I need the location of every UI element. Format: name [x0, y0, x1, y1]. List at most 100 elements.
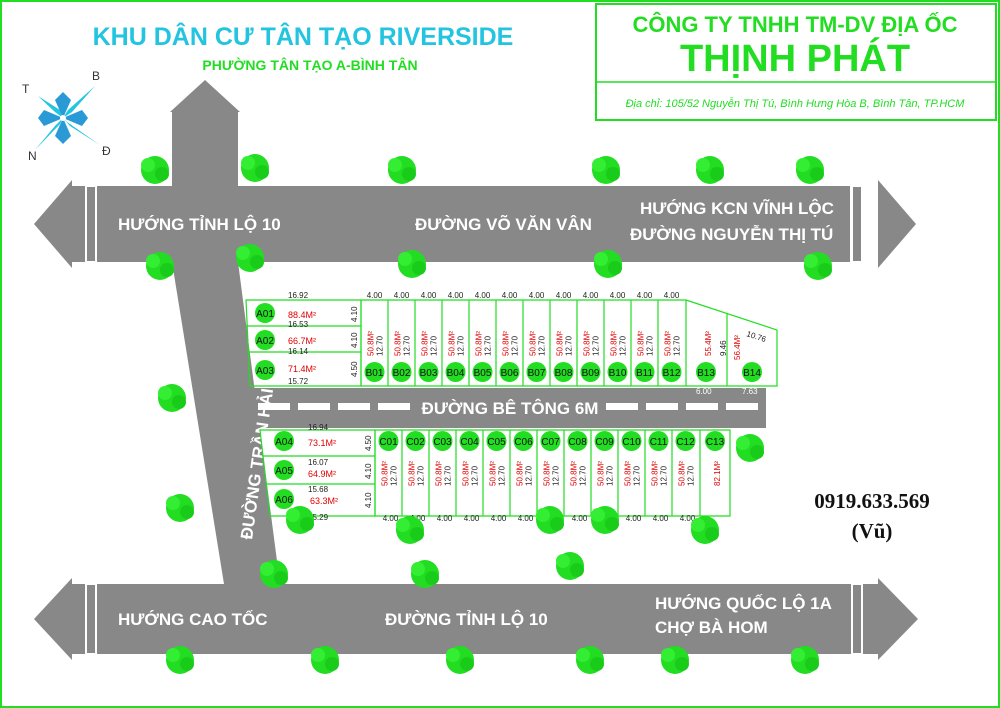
lot-a01-marker[interactable]	[255, 303, 275, 323]
lot-c01-area: 50.8M²	[381, 461, 390, 486]
lot-b14-side: 9.46	[719, 340, 728, 356]
lot-b08-depth: 12.70	[565, 335, 574, 356]
lot-b02-marker[interactable]	[391, 362, 412, 382]
lot-a04-marker[interactable]	[274, 431, 294, 451]
road-label-bottom-right-1: HƯỚNG QUỐC LỘ 1A	[655, 593, 832, 613]
tree-icon	[241, 154, 269, 182]
lot-b09-area: 50.8M²	[583, 331, 592, 356]
company-address: Địa chỉ: 105/52 Nguyễn Thị Tú, Bình Hưng…	[626, 97, 966, 110]
lot-c12-marker[interactable]	[675, 431, 696, 451]
lot-b10-marker[interactable]	[607, 362, 628, 382]
dim-a-bottom-4: 15.29	[308, 513, 329, 522]
tree-icon	[791, 646, 819, 674]
tree-icon	[594, 250, 622, 278]
tree-icon	[591, 506, 619, 534]
lot-a06-area: 63.3M²	[310, 496, 338, 506]
lot-b01-area: 50.8M²	[367, 331, 376, 356]
lot-c11-marker[interactable]	[648, 431, 669, 451]
lot-c02-marker[interactable]	[405, 431, 426, 451]
lot-c08-depth: 12.70	[579, 465, 588, 486]
tree-icon	[592, 156, 620, 184]
lot-b13-marker[interactable]	[696, 362, 716, 382]
lot-b03-marker[interactable]	[418, 362, 439, 382]
lot-b03-depth: 12.70	[430, 335, 439, 356]
project-title: KHU DÂN CƯ TÂN TẠO RIVERSIDE	[93, 21, 514, 51]
lot-c08-width: 4.00	[572, 514, 588, 523]
lot-b11-area: 50.8M²	[637, 331, 646, 356]
lot-b07-marker[interactable]	[526, 362, 547, 382]
road-tinh-lo-10	[70, 584, 880, 654]
dim-a-top-2: 16.53	[288, 320, 309, 329]
lot-a05-area: 64.9M²	[308, 469, 336, 479]
road-label-bottom-center: ĐƯỜNG TỈNH LỘ 10	[385, 610, 548, 629]
road-top-right-arrow	[878, 180, 916, 268]
lot-c05-id: C05	[487, 437, 506, 448]
lot-b14-marker[interactable]	[742, 362, 762, 382]
lot-c09-id: C09	[595, 437, 614, 448]
lot-a05-marker[interactable]	[274, 460, 294, 480]
lot-c08-marker[interactable]	[567, 431, 588, 451]
lot-c09-marker[interactable]	[594, 431, 615, 451]
lot-c11-depth: 12.70	[660, 465, 669, 486]
lot-b06-depth: 12.70	[511, 335, 520, 356]
lot-c12-area: 50.8M²	[678, 461, 687, 486]
lot-b07-width: 4.00	[529, 291, 545, 300]
lot-c10-depth: 12.70	[633, 465, 642, 486]
road-top-left-arrow	[34, 180, 72, 268]
lot-a06-marker[interactable]	[274, 489, 294, 509]
lot-b09-id: B09	[582, 368, 600, 379]
lot-b02-width: 4.00	[394, 291, 410, 300]
lot-b10-area: 50.8M²	[610, 331, 619, 356]
tree-icon	[286, 506, 314, 534]
lot-c03-marker[interactable]	[432, 431, 453, 451]
lot-c06-marker[interactable]	[513, 431, 534, 451]
lot-b04-id: B04	[447, 368, 465, 379]
tree-icon	[576, 646, 604, 674]
lot-c13-id: C13	[706, 437, 725, 448]
contact-phone: 0919.633.569	[814, 489, 930, 513]
lot-b06-marker[interactable]	[499, 362, 520, 382]
lot-b05-marker[interactable]	[472, 362, 493, 382]
lot-c07-marker[interactable]	[540, 431, 561, 451]
lot-c04-marker[interactable]	[459, 431, 480, 451]
tree-icon	[661, 646, 689, 674]
lot-b12-marker[interactable]	[661, 362, 682, 382]
tree-icon	[536, 506, 564, 534]
lot-b07-area: 50.8M²	[529, 331, 538, 356]
lot-c01-depth: 12.70	[390, 465, 399, 486]
lot-b11-id: B11	[636, 368, 653, 379]
road-be-tong-6m	[246, 388, 766, 428]
lot-c10-marker[interactable]	[621, 431, 642, 451]
lot-b08-marker[interactable]	[553, 362, 574, 382]
lot-b09-marker[interactable]	[580, 362, 601, 382]
lot-b01-marker[interactable]	[364, 362, 385, 382]
lot-b04-marker[interactable]	[445, 362, 466, 382]
lot-b06-width: 4.00	[502, 291, 518, 300]
lot-a03-area: 71.4M²	[288, 364, 316, 374]
project-subtitle: PHƯỜNG TÂN TẠO A-BÌNH TÂN	[202, 56, 417, 73]
lot-c10-width: 4.00	[626, 514, 642, 523]
lot-c05-width: 4.00	[491, 514, 507, 523]
lot-b05-id: B05	[474, 368, 492, 379]
lot-a02-marker[interactable]	[255, 330, 275, 350]
tree-icon	[398, 250, 426, 278]
compass-east: Đ	[102, 144, 111, 158]
lot-b09-depth: 12.70	[592, 335, 601, 356]
lot-b03-id: B03	[420, 368, 438, 379]
lot-c12-depth: 12.70	[687, 465, 696, 486]
lot-b11-marker[interactable]	[634, 362, 655, 382]
tree-icon	[388, 156, 416, 184]
lot-c01-marker[interactable]	[378, 431, 399, 451]
lot-b12-depth: 12.70	[673, 335, 682, 356]
tree-icon	[796, 156, 824, 184]
lot-c06-depth: 12.70	[525, 465, 534, 486]
lot-a02-area: 66.7M²	[288, 336, 316, 346]
block-b-outline	[360, 299, 778, 387]
lot-c13-marker[interactable]	[705, 431, 725, 451]
lot-a03-marker[interactable]	[255, 360, 275, 380]
lot-c05-marker[interactable]	[486, 431, 507, 451]
tree-icon	[146, 252, 174, 280]
